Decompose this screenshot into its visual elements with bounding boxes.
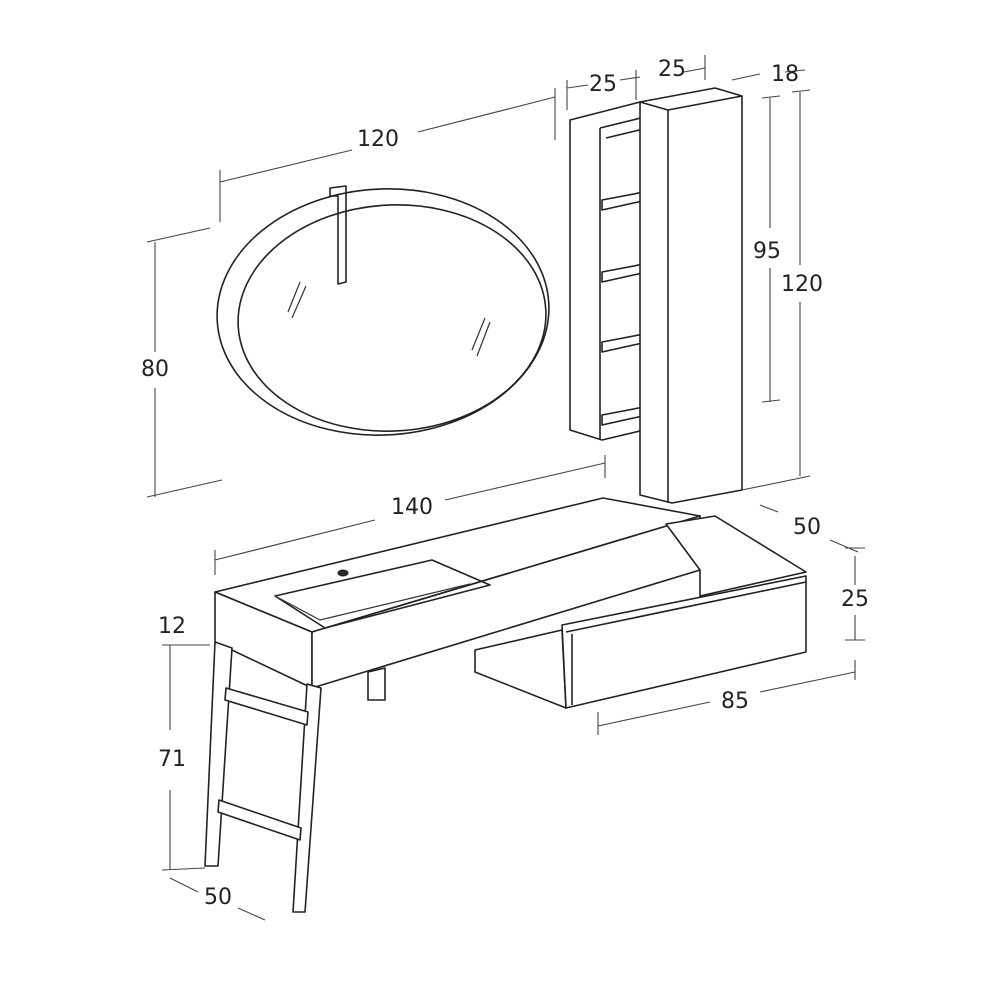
drawer-height-label: 25 <box>841 587 869 612</box>
dimension-lines <box>146 55 865 921</box>
cabinet-width-label: 25 <box>658 57 686 82</box>
washbasin-top <box>214 497 701 689</box>
shelf-width-label: 25 <box>589 72 617 97</box>
drawer-depth-label: 50 <box>793 515 821 540</box>
cabinet-depth-label: 18 <box>771 62 799 87</box>
leg-depth-label: 50 <box>204 885 232 910</box>
shelf-height-label: 95 <box>753 239 781 264</box>
oval-mirror <box>216 185 550 436</box>
mirror-width-label: 120 <box>357 127 399 152</box>
top-width-label: 140 <box>391 495 433 520</box>
cabinet-height-label: 120 <box>781 272 823 297</box>
top-thickness-label: 12 <box>158 614 186 639</box>
mirror-height-label: 80 <box>141 357 169 382</box>
leg-height-label: 71 <box>158 747 186 772</box>
tap-hole <box>337 569 349 577</box>
ladder-legs <box>204 641 386 913</box>
drawer-width-label: 85 <box>721 689 749 714</box>
drawer-unit <box>474 515 807 709</box>
tall-cabinet <box>639 87 743 504</box>
